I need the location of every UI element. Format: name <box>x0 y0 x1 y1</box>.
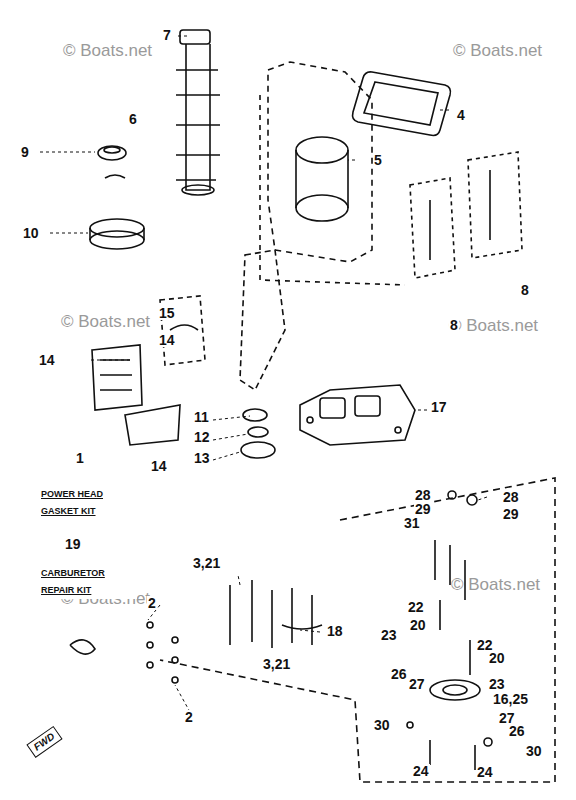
callout-number: 15 <box>158 306 176 320</box>
callout-number: 18 <box>326 624 344 638</box>
watermark: © Boats.net <box>450 576 541 593</box>
callout-number: 26 <box>508 724 526 738</box>
callout-number: 28 <box>414 488 432 502</box>
watermark: © Boats.net <box>62 42 153 59</box>
callout-number: 22 <box>476 638 494 652</box>
callout-number: 14 <box>38 353 56 367</box>
callout-number: 2 <box>184 710 194 724</box>
callout-number: 6 <box>128 112 138 126</box>
watermark: © Boats.net <box>448 317 539 334</box>
kit-title: CARBURETOR REPAIR KIT <box>40 565 137 599</box>
callout-number: 29 <box>502 507 520 521</box>
callout-number: 30 <box>373 718 391 732</box>
callout-number: 31 <box>403 516 421 530</box>
callout-number: 29 <box>414 502 432 516</box>
callout-number: 1 <box>75 451 85 465</box>
callout-number: 3,21 <box>262 657 291 671</box>
callout-number: 23 <box>488 677 506 691</box>
callout-number: 17 <box>430 400 448 414</box>
callout-number: 19 <box>64 537 82 551</box>
callout-number: 30 <box>525 744 543 758</box>
callout-number: 20 <box>488 651 506 665</box>
callout-number: 28 <box>502 490 520 504</box>
callout-number: 14 <box>150 459 168 473</box>
callout-number: 8 <box>449 318 459 332</box>
watermark: © Boats.net <box>60 313 151 330</box>
forward-marker: FWD <box>26 726 62 758</box>
callout-number: 24 <box>412 764 430 778</box>
callout-number: 5 <box>373 153 383 167</box>
callout-number: 27 <box>408 677 426 691</box>
callout-number: 27 <box>498 711 516 725</box>
callout-number: 23 <box>380 628 398 642</box>
callout-number: 2 <box>147 596 157 610</box>
callout-number: 14 <box>158 333 176 347</box>
callout-number: 20 <box>409 618 427 632</box>
kit-title: POWER HEAD GASKET KIT <box>40 486 137 520</box>
callout-number: 26 <box>390 667 408 681</box>
callout-number: 4 <box>456 108 466 122</box>
callout-number: 8 <box>520 283 530 297</box>
callout-number: 22 <box>407 600 425 614</box>
callout-number: 24 <box>476 765 494 779</box>
callout-number: 13 <box>193 451 211 465</box>
callout-number: 11 <box>193 410 210 424</box>
callout-number: 7 <box>162 28 172 42</box>
callout-number: 12 <box>193 430 211 444</box>
watermark: © Boats.net <box>452 42 543 59</box>
callout-number: 3,21 <box>192 556 221 570</box>
callout-number: 10 <box>22 226 40 240</box>
callout-number: 16,25 <box>492 692 529 706</box>
callout-number: 9 <box>20 145 30 159</box>
